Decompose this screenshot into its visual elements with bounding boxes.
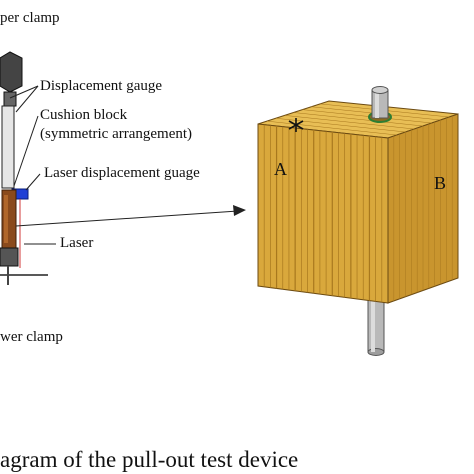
displacement-gauge-label: Displacement gauge bbox=[40, 78, 163, 94]
face-a-label: A bbox=[274, 159, 287, 179]
asterisk-mark bbox=[288, 118, 304, 132]
laser-displacement-gauge-label: Laser displacement guage bbox=[44, 165, 200, 181]
pointer-arrow-line bbox=[15, 210, 239, 227]
leader-displacement-gauge-2 bbox=[15, 85, 39, 113]
bottom-rod-highlight bbox=[371, 300, 375, 352]
top-grain-line bbox=[293, 112, 424, 127]
leader-laser-gauge bbox=[25, 173, 41, 191]
top-grain-line bbox=[284, 115, 415, 130]
top-grain-line bbox=[275, 118, 406, 133]
front-grain-lines bbox=[263, 124, 383, 303]
top-grain-lines bbox=[266, 103, 450, 136]
lower-plate bbox=[0, 247, 19, 267]
cushion-block-label: Cushion block bbox=[40, 107, 128, 123]
upper-clamp-label: per clamp bbox=[0, 10, 60, 26]
bottom-rod-end bbox=[367, 348, 385, 356]
top-grain-line bbox=[302, 109, 432, 124]
top-rod-end bbox=[371, 86, 389, 94]
side-grain-lines bbox=[393, 116, 453, 301]
face-b-label: B bbox=[434, 173, 447, 193]
top-rod bbox=[371, 89, 389, 119]
cushion-block-highlight bbox=[4, 195, 8, 243]
leader-cushion-block bbox=[13, 115, 39, 187]
top-grain-line bbox=[266, 120, 397, 136]
symmetric-arrangement-label: (symmetric arrangement) bbox=[40, 126, 193, 142]
laser-label: Laser bbox=[60, 235, 94, 251]
bottom-rod bbox=[367, 299, 385, 353]
upper-clamp-neck bbox=[3, 91, 17, 107]
vertical-column bbox=[1, 105, 15, 189]
lower-clamp-label: wer clamp bbox=[0, 329, 63, 345]
pointer-arrowhead bbox=[233, 205, 246, 216]
figure-caption: agram of the pull-out test device bbox=[0, 447, 299, 472]
upper-clamp-head bbox=[0, 51, 23, 93]
leader-displacement-gauge-1 bbox=[9, 85, 39, 99]
top-rod-highlight bbox=[375, 90, 379, 118]
wood-front-face bbox=[257, 123, 389, 304]
